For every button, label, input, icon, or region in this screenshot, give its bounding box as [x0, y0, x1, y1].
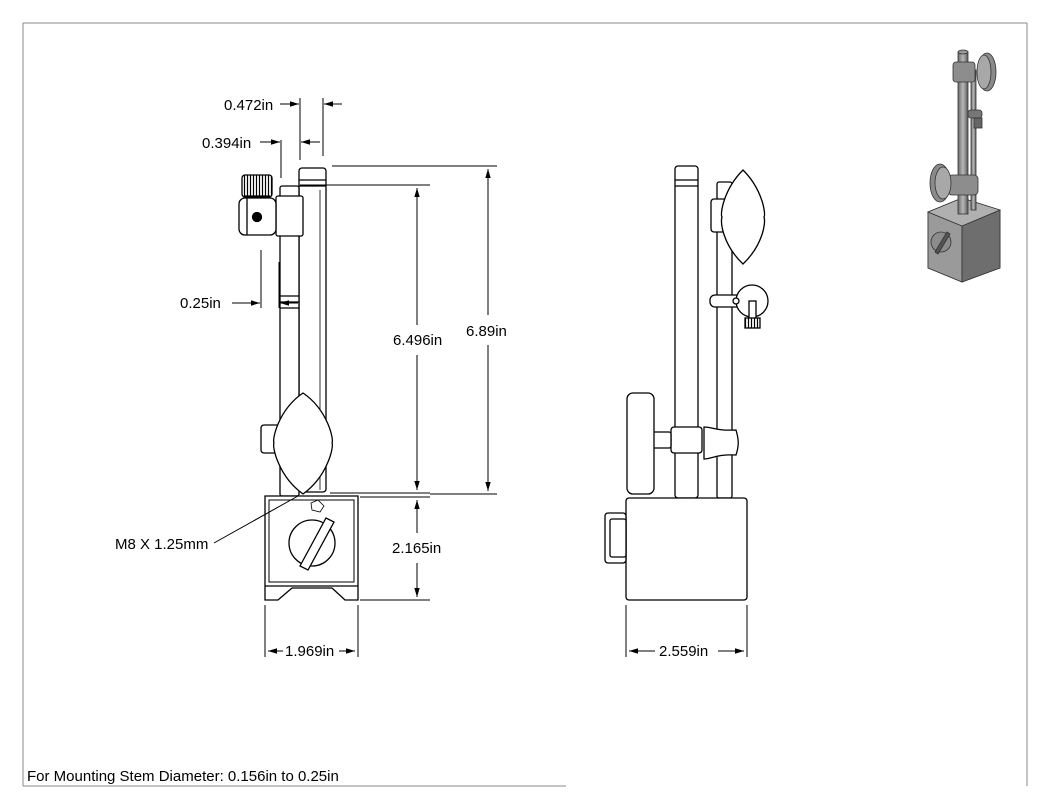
dim-689: 6.89in: [466, 323, 507, 340]
thread-leader: [213, 495, 299, 544]
dim-0472: 0.472in: [224, 97, 273, 114]
dim-6496: 6.496in: [393, 332, 442, 349]
dim-2165: 2.165in: [392, 540, 441, 557]
front-magnetic-base: [264, 495, 359, 601]
thread-callout: M8 X 1.25mm: [115, 536, 208, 553]
knurled-knob: [241, 174, 273, 198]
mounting-note: For Mounting Stem Diameter: 0.156in to 0…: [27, 768, 339, 785]
side-view: [604, 165, 769, 601]
dim-025: 0.25in: [180, 295, 221, 312]
side-magnetic-base: [604, 497, 748, 601]
dim-2559: 2.559in: [659, 643, 708, 660]
front-top-clamp: [238, 174, 304, 237]
front-knob-lens: [272, 392, 334, 495]
side-top-knob: [710, 169, 766, 265]
side-fine-clamp: [709, 284, 769, 329]
sheet-frame: [22, 22, 1028, 787]
isometric-preview: [926, 49, 1002, 283]
switch-lever: [299, 517, 335, 571]
front-lower-clamp: [260, 392, 334, 495]
side-lower-clamp: [626, 392, 739, 495]
dimension-lines: [232, 98, 748, 657]
dim-0394: 0.394in: [202, 135, 251, 152]
dim-1969: 1.969in: [285, 643, 334, 660]
front-view: [213, 167, 359, 601]
